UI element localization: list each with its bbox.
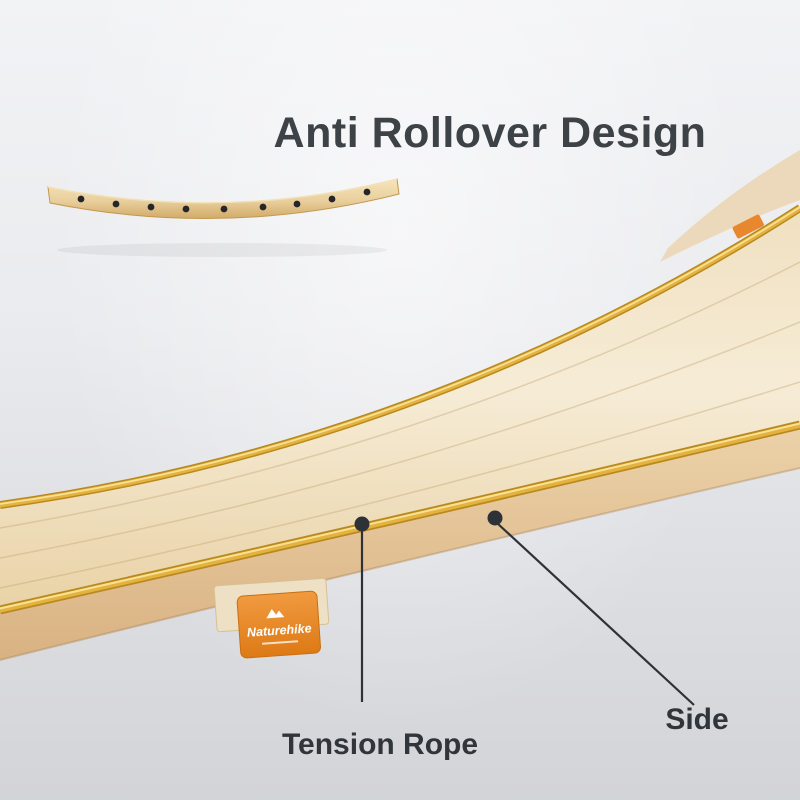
- brand-tag-name: Naturehike: [247, 621, 312, 639]
- spreader-hole: [77, 195, 85, 203]
- wooden-bar-shadow: [57, 243, 387, 257]
- spreader-holes: [77, 188, 371, 213]
- side-marker-dot: [487, 510, 503, 526]
- brand-tag-subline: [262, 640, 299, 645]
- spreader-hole: [112, 200, 120, 208]
- side-band-edge-shade: [0, 467, 800, 661]
- hammock-body: Naturehike: [0, 150, 800, 661]
- wooden-spreader-bar: [47, 178, 400, 219]
- spreader-hole: [363, 188, 371, 196]
- brand-tag: Naturehike: [213, 577, 330, 659]
- far-edge-fabric: [660, 150, 800, 262]
- side-label: Side: [665, 703, 729, 736]
- spreader-hole: [259, 203, 267, 211]
- corner-tab: [732, 214, 764, 239]
- callouts: [354, 510, 695, 706]
- spreader-hole: [293, 200, 301, 208]
- far-pole: [0, 204, 800, 509]
- spreader-hole: [220, 205, 228, 213]
- side-fabric-band: [0, 425, 800, 660]
- spreader-hole: [328, 195, 336, 203]
- page-title: Anti Rollover Design: [273, 108, 707, 157]
- naturehike-logo-icon: [266, 609, 285, 619]
- fabric-folds: [0, 261, 800, 589]
- spreader-hole: [182, 205, 190, 213]
- near-pole: [0, 420, 800, 615]
- brand-tag-label: [236, 590, 322, 659]
- tension-rope-label: Tension Rope: [281, 728, 479, 761]
- tension-rope-marker-dot: [354, 516, 370, 532]
- side-leader-line: [496, 522, 695, 706]
- spreader-hole: [147, 203, 155, 211]
